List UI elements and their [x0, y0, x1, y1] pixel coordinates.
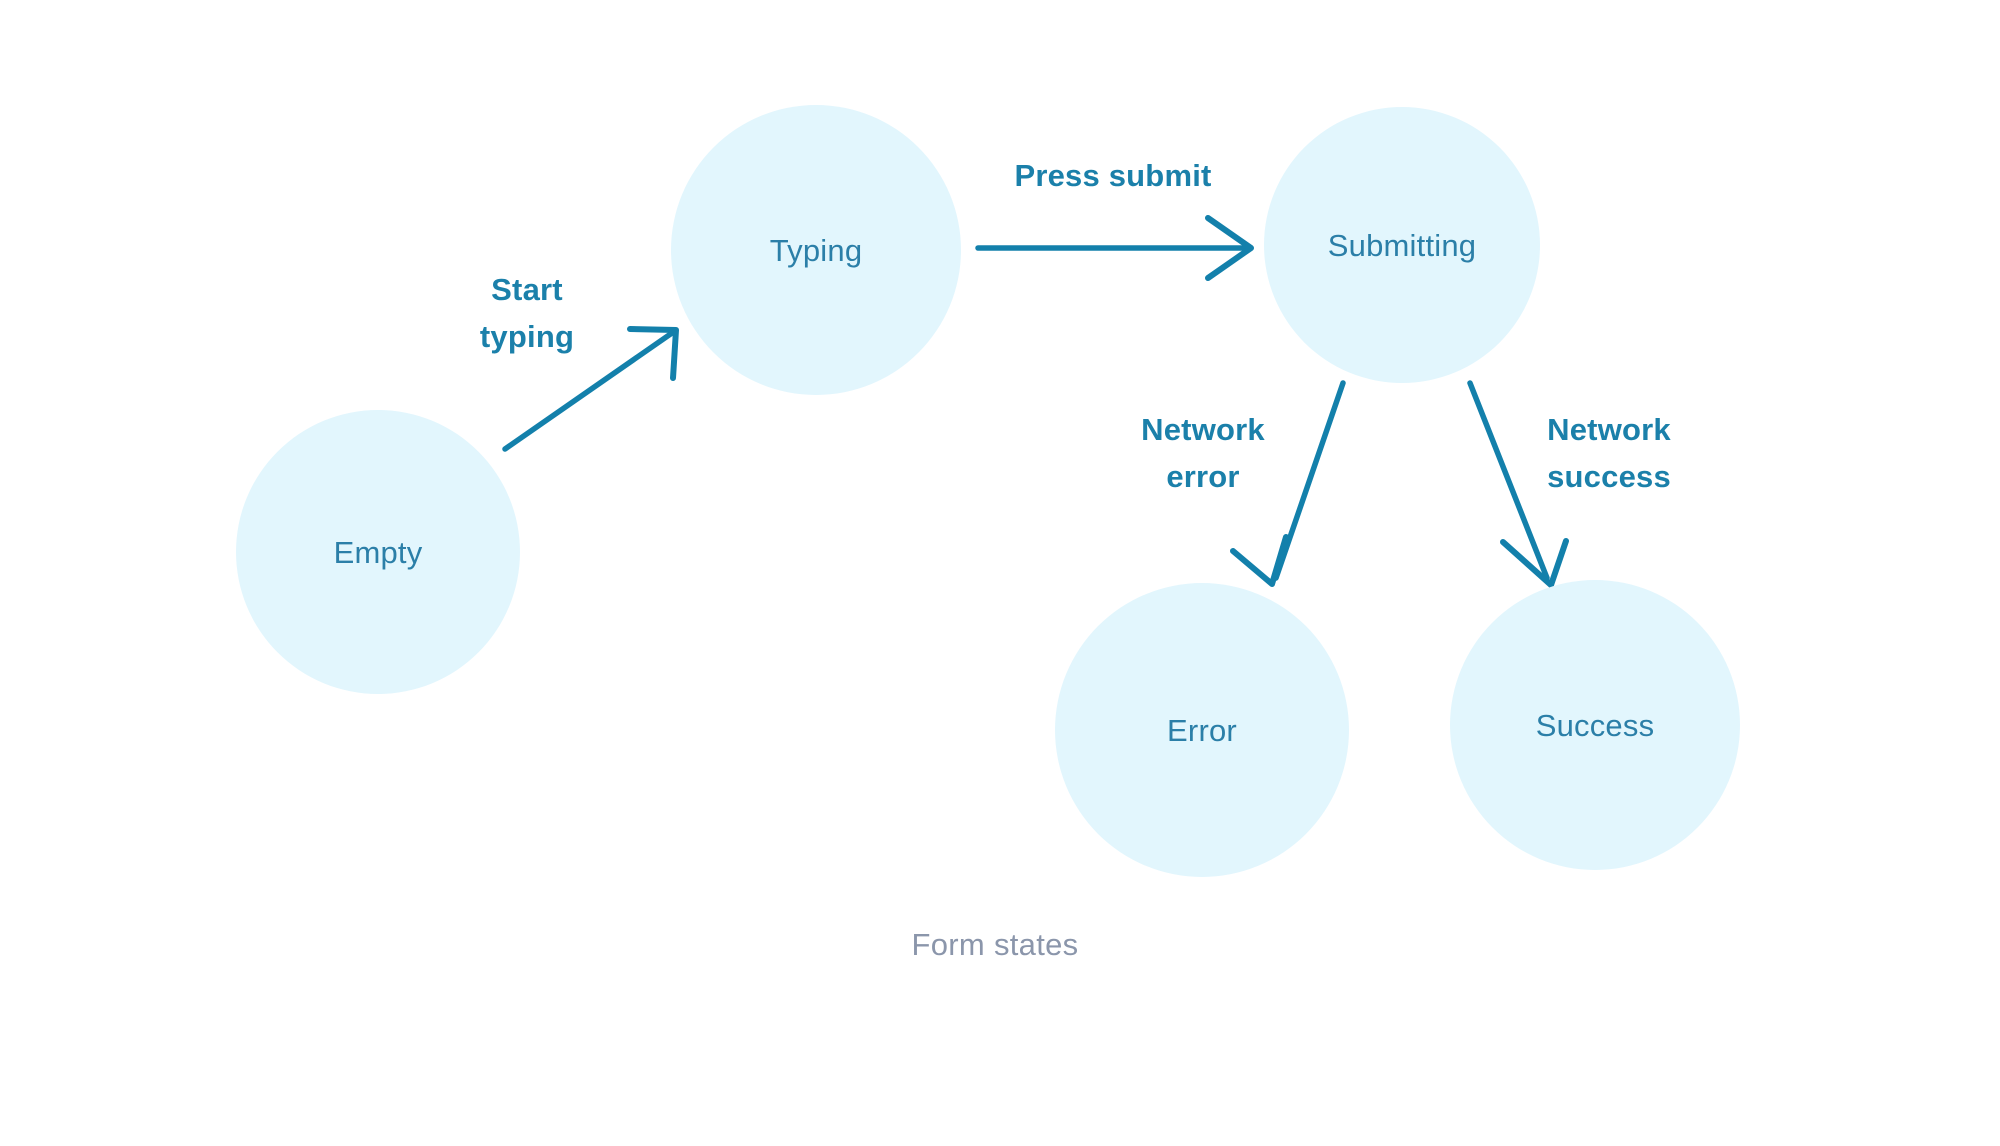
state-circle-submitting[interactable] [1264, 107, 1540, 383]
state-label-empty: Empty [334, 535, 423, 570]
state-circle-empty[interactable] [236, 410, 520, 694]
diagram-caption: Form states [912, 927, 1079, 962]
arrowhead-icon-empty-to-typing [627, 326, 679, 381]
state-node-error[interactable]: Error [1055, 583, 1349, 877]
edge-submitting-to-success [1467, 380, 1569, 588]
state-label-success: Success [1536, 708, 1655, 743]
state-node-success[interactable]: Success [1450, 580, 1740, 870]
edge-label-typing-to-submitting: Press submit [1014, 158, 1211, 193]
state-label-submitting: Submitting [1328, 228, 1476, 263]
state-node-submitting[interactable]: Submitting [1264, 107, 1540, 383]
state-node-empty[interactable]: Empty [236, 410, 520, 694]
edge-label-empty-to-typing: Start typing [480, 272, 574, 354]
state-label-typing: Typing [770, 233, 863, 268]
edge-submitting-to-error [1230, 380, 1346, 587]
edge-line-submitting-to-error [1273, 380, 1346, 581]
edge-label-line: Network [1547, 412, 1671, 447]
edge-line-empty-to-typing [502, 330, 675, 452]
edge-label-line: error [1166, 459, 1239, 494]
arrowhead-icon-typing-to-submitting [1205, 215, 1254, 281]
edge-label-submitting-to-error: Network error [1141, 412, 1265, 494]
arrowhead-icon-submitting-to-error [1230, 534, 1289, 587]
state-circle-error[interactable] [1055, 583, 1349, 877]
edge-typing-to-submitting [975, 215, 1254, 281]
state-circle-typing[interactable] [671, 105, 961, 395]
edge-label-line: typing [480, 319, 574, 354]
edge-label-line: Start [491, 272, 563, 307]
edge-line-submitting-to-success [1467, 380, 1550, 581]
state-node-typing[interactable]: Typing [671, 105, 961, 395]
state-circle-success[interactable] [1450, 580, 1740, 870]
edge-empty-to-typing [502, 326, 679, 452]
edge-label-line: Network [1141, 412, 1265, 447]
state-label-error: Error [1167, 713, 1237, 748]
edge-label-line: success [1547, 459, 1671, 494]
arrowhead-icon-submitting-to-success [1500, 538, 1569, 588]
edge-label-submitting-to-success: Network success [1547, 412, 1671, 494]
edge-label-line: Press submit [1014, 158, 1211, 193]
edges-layer [502, 215, 1569, 588]
